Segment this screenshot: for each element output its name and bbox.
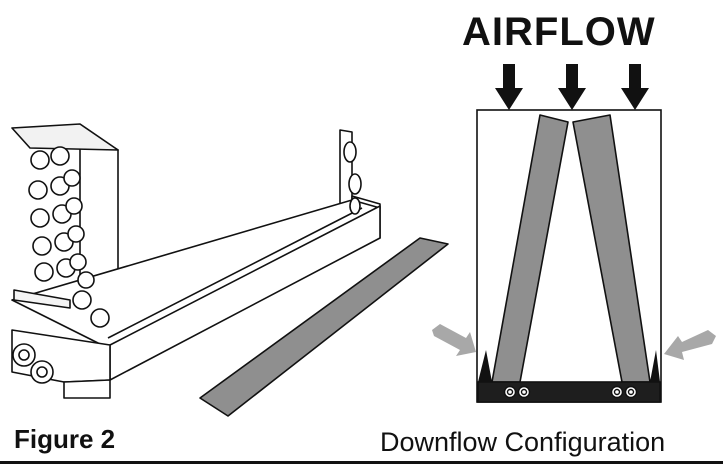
figure-number: Figure 2 (14, 424, 116, 454)
pan-lip-right (650, 350, 660, 382)
side-arrow-left-icon (432, 324, 476, 356)
airflow-label: AIRFLOW (462, 10, 656, 54)
down-arrow-icon (621, 64, 649, 110)
drain-ports (503, 385, 638, 399)
baffle-strip (199, 237, 449, 417)
down-arrow-icon (495, 64, 523, 110)
side-arrow-right-icon (664, 330, 716, 360)
airflow-arrows (495, 64, 649, 110)
coil-top-cap (11, 123, 119, 151)
coil-hairpins (28, 146, 110, 328)
pan-lip-left (478, 350, 492, 382)
downflow-schematic (476, 109, 662, 403)
pan-foot (63, 379, 111, 399)
coil-strut (13, 289, 71, 309)
bottom-divider (0, 461, 723, 464)
down-arrow-icon (558, 64, 586, 110)
pan-bracket (343, 141, 362, 215)
drain-fittings (12, 343, 54, 384)
configuration-caption: Downflow Configuration (380, 427, 666, 457)
